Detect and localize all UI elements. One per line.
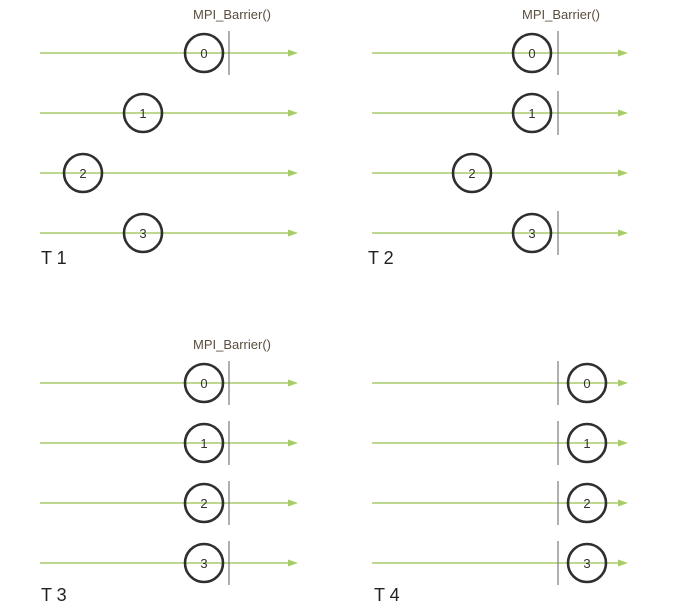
panel-time-label: T 2	[368, 248, 394, 268]
timeline-arrow-icon	[618, 169, 628, 177]
panel-1: MPI_Barrier() 0 1 2 3 T 1	[40, 7, 298, 268]
panel-2: MPI_Barrier() 0 1 2 3 T 2	[368, 7, 628, 268]
process-circle-rank-0	[566, 362, 608, 404]
timeline-arrow-icon	[288, 439, 298, 447]
panel-4: 0 1 2 3 T 4	[372, 361, 628, 605]
panel-time-label: T 4	[374, 585, 400, 605]
process-rank-label: 0	[528, 46, 535, 61]
process-rank-label: 1	[200, 436, 207, 451]
timeline-arrow-icon	[288, 229, 298, 237]
timeline-arrow-icon	[618, 49, 628, 57]
barrier-label: MPI_Barrier()	[193, 7, 271, 22]
process-circle-rank-2	[566, 482, 608, 524]
process-circle-rank-0	[511, 32, 553, 74]
timeline-arrow-icon	[618, 439, 628, 447]
barrier-label: MPI_Barrier()	[522, 7, 600, 22]
timeline-arrow-icon	[618, 229, 628, 237]
process-rank-label: 2	[79, 166, 86, 181]
process-rank-label: 2	[583, 496, 590, 511]
process-circle-rank-3	[122, 212, 164, 254]
process-rank-label: 0	[200, 46, 207, 61]
panel-time-label: T 1	[41, 248, 67, 268]
process-circle-rank-3	[183, 542, 225, 584]
process-circle-rank-0	[183, 32, 225, 74]
process-circle-rank-3	[566, 542, 608, 584]
timeline-arrow-icon	[288, 559, 298, 567]
process-rank-label: 3	[200, 556, 207, 571]
panel-3: MPI_Barrier() 0 1 2 3 T 3	[40, 337, 298, 605]
timeline-arrow-icon	[288, 109, 298, 117]
process-circle-rank-1	[511, 92, 553, 134]
process-rank-label: 1	[583, 436, 590, 451]
timeline-arrow-icon	[288, 499, 298, 507]
process-circle-rank-3	[511, 212, 553, 254]
timeline-arrow-icon	[288, 169, 298, 177]
process-circle-rank-2	[183, 482, 225, 524]
process-rank-label: 0	[200, 376, 207, 391]
process-circle-rank-2	[62, 152, 104, 194]
process-rank-label: 3	[583, 556, 590, 571]
timeline-arrow-icon	[618, 109, 628, 117]
process-circle-rank-1	[566, 422, 608, 464]
process-circle-rank-1	[183, 422, 225, 464]
timeline-arrow-icon	[288, 379, 298, 387]
process-rank-label: 3	[139, 226, 146, 241]
barrier-label: MPI_Barrier()	[193, 337, 271, 352]
process-rank-label: 0	[583, 376, 590, 391]
process-circle-rank-2	[451, 152, 493, 194]
timeline-arrow-icon	[618, 499, 628, 507]
process-rank-label: 2	[200, 496, 207, 511]
timeline-arrow-icon	[288, 49, 298, 57]
process-rank-label: 2	[468, 166, 475, 181]
process-rank-label: 3	[528, 226, 535, 241]
process-rank-label: 1	[528, 106, 535, 121]
process-circle-rank-1	[122, 92, 164, 134]
timeline-arrow-icon	[618, 379, 628, 387]
timeline-arrow-icon	[618, 559, 628, 567]
panel-time-label: T 3	[41, 585, 67, 605]
process-circle-rank-0	[183, 362, 225, 404]
process-rank-label: 1	[139, 106, 146, 121]
